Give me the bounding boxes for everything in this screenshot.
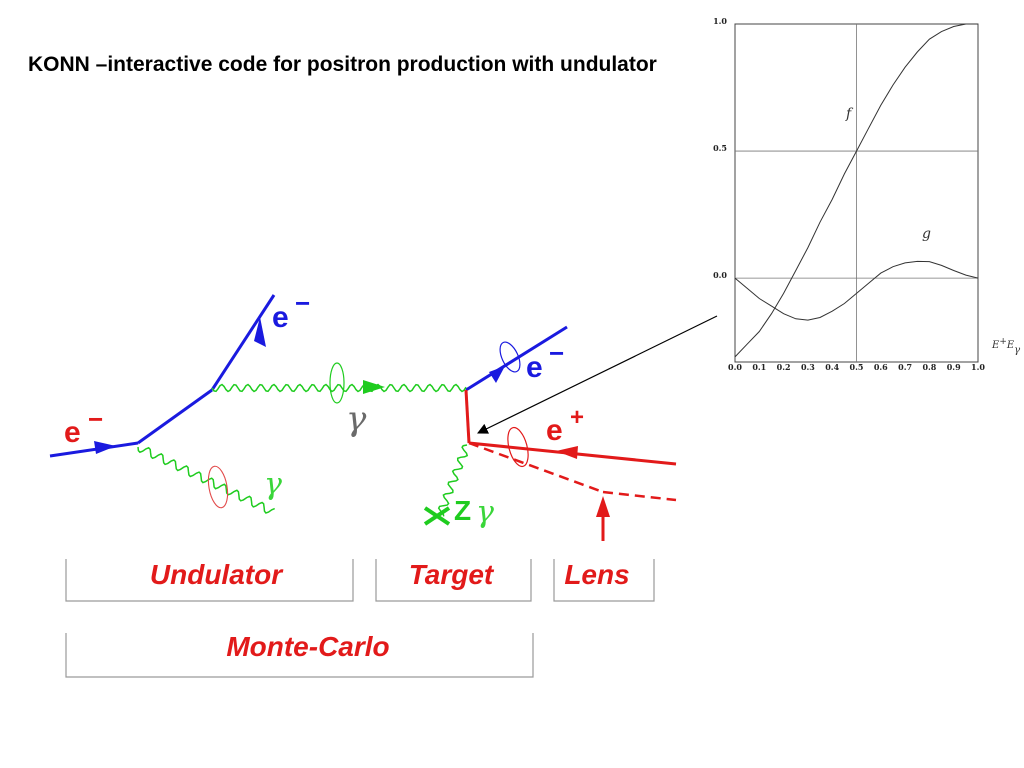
electron-lines <box>49 294 568 458</box>
electron-incoming-arrow <box>94 441 116 454</box>
x-axis-label-e2: E <box>1006 340 1015 351</box>
lens-bracket <box>553 559 655 602</box>
chart-y-ticks: 1.0 0.5 0.0 <box>713 16 727 280</box>
target-bracket <box>375 559 532 602</box>
montecarlo-bracket <box>65 633 534 678</box>
electron-in-label: e <box>64 416 81 449</box>
x-axis-label: E+Eγ <box>991 337 1020 356</box>
z-cross-line-b <box>423 506 451 526</box>
chart-x-tick-label: 1.0 <box>971 362 985 372</box>
chart-x-tick-label: 0.3 <box>801 362 815 372</box>
chart-x-tick-label: 0.6 <box>874 362 888 372</box>
photon-target-wavy <box>437 444 469 517</box>
electron-undulator-line-a <box>137 388 213 445</box>
chart-x-tick-label: 0.1 <box>752 362 766 372</box>
chart-x-ticks: 0.0 0.1 0.2 0.3 0.4 0.5 0.6 0.7 0.8 0.9 1.0 <box>728 362 985 372</box>
chart-series-line-g <box>734 260 979 321</box>
positron-sign: + <box>570 404 584 431</box>
gamma-lower-label: γ <box>264 467 282 502</box>
chart-x-tick-label: 0.2 <box>777 362 791 372</box>
series-label-f: f <box>845 106 854 122</box>
montecarlo-box-label: Monte-Carlo <box>226 631 389 662</box>
lens-arrow-head <box>596 496 610 517</box>
photon-lines <box>137 362 469 526</box>
positron-lines <box>464 389 677 541</box>
electron-spin-ellipse <box>499 341 521 373</box>
chart-series <box>734 23 979 358</box>
photon-lower-wavy <box>137 446 275 514</box>
x-axis-label-e1: E <box>991 340 1000 351</box>
chart-x-tick-label: 0.7 <box>898 362 912 372</box>
gamma-undulator-label: γ <box>346 399 367 439</box>
chart-y-tick-label: 0.0 <box>713 270 727 280</box>
electron-target-out-line <box>465 325 568 392</box>
electron-target-label: e <box>526 351 543 384</box>
electron-target-out-arrow <box>489 366 505 383</box>
chart-y-tick-label: 0.5 <box>713 143 727 153</box>
section-brackets <box>65 559 655 678</box>
electron-undulator-arrow <box>254 317 266 347</box>
undulator-bracket <box>65 559 354 602</box>
electron-incoming-line <box>49 441 139 458</box>
photon-undulator-arrow <box>363 380 385 394</box>
series-label-g: g <box>922 226 931 242</box>
photon-undulator-wavy <box>211 383 467 393</box>
target-box-label: Target <box>409 559 495 590</box>
slide-title: KONN –interactive code for positron prod… <box>28 53 657 76</box>
chart-x-tick-label: 0.0 <box>728 362 742 372</box>
photon-lower-spin-ellipse <box>207 465 229 509</box>
chart-x-tick-label: 0.4 <box>825 362 839 372</box>
x-axis-label-sup: + <box>999 337 1007 347</box>
electron-undulator-line-b <box>210 294 276 391</box>
positron-spin-ellipse <box>507 426 529 468</box>
chart-series-line-f <box>734 23 978 358</box>
electron-target-sign: − <box>549 338 564 368</box>
gamma-target-label: γ <box>476 495 494 530</box>
undulator-box-label: Undulator <box>150 559 284 590</box>
electron-in-sign: − <box>88 404 103 434</box>
pointer-arrow <box>477 315 718 434</box>
positron-dashed-line-b <box>602 490 677 502</box>
positron-label: e <box>546 414 563 447</box>
electron-undulator-sign: − <box>295 288 310 318</box>
chart-y-tick-label: 1.0 <box>713 16 727 26</box>
positron-solid-arrow <box>556 446 578 459</box>
x-axis-label-sub: γ <box>1014 345 1020 356</box>
polarization-chart: 1.0 0.5 0.0 0.0 0.1 0.2 0.3 0.4 0.5 0.6 0.7 0.8 0.9… <box>713 16 1020 372</box>
chart-x-tick-label: 0.9 <box>947 362 961 372</box>
photon-undulator-spin-ellipse <box>329 362 345 404</box>
target-vertical-line <box>464 389 471 444</box>
chart-x-tick-label: 0.8 <box>922 362 936 372</box>
electron-undulator-label: e <box>272 301 289 334</box>
z-label: Z <box>454 495 471 526</box>
lens-box-label: Lens <box>564 559 629 590</box>
positron-dashed-line-a <box>468 441 604 494</box>
chart-x-tick-label: 0.5 <box>850 362 864 372</box>
